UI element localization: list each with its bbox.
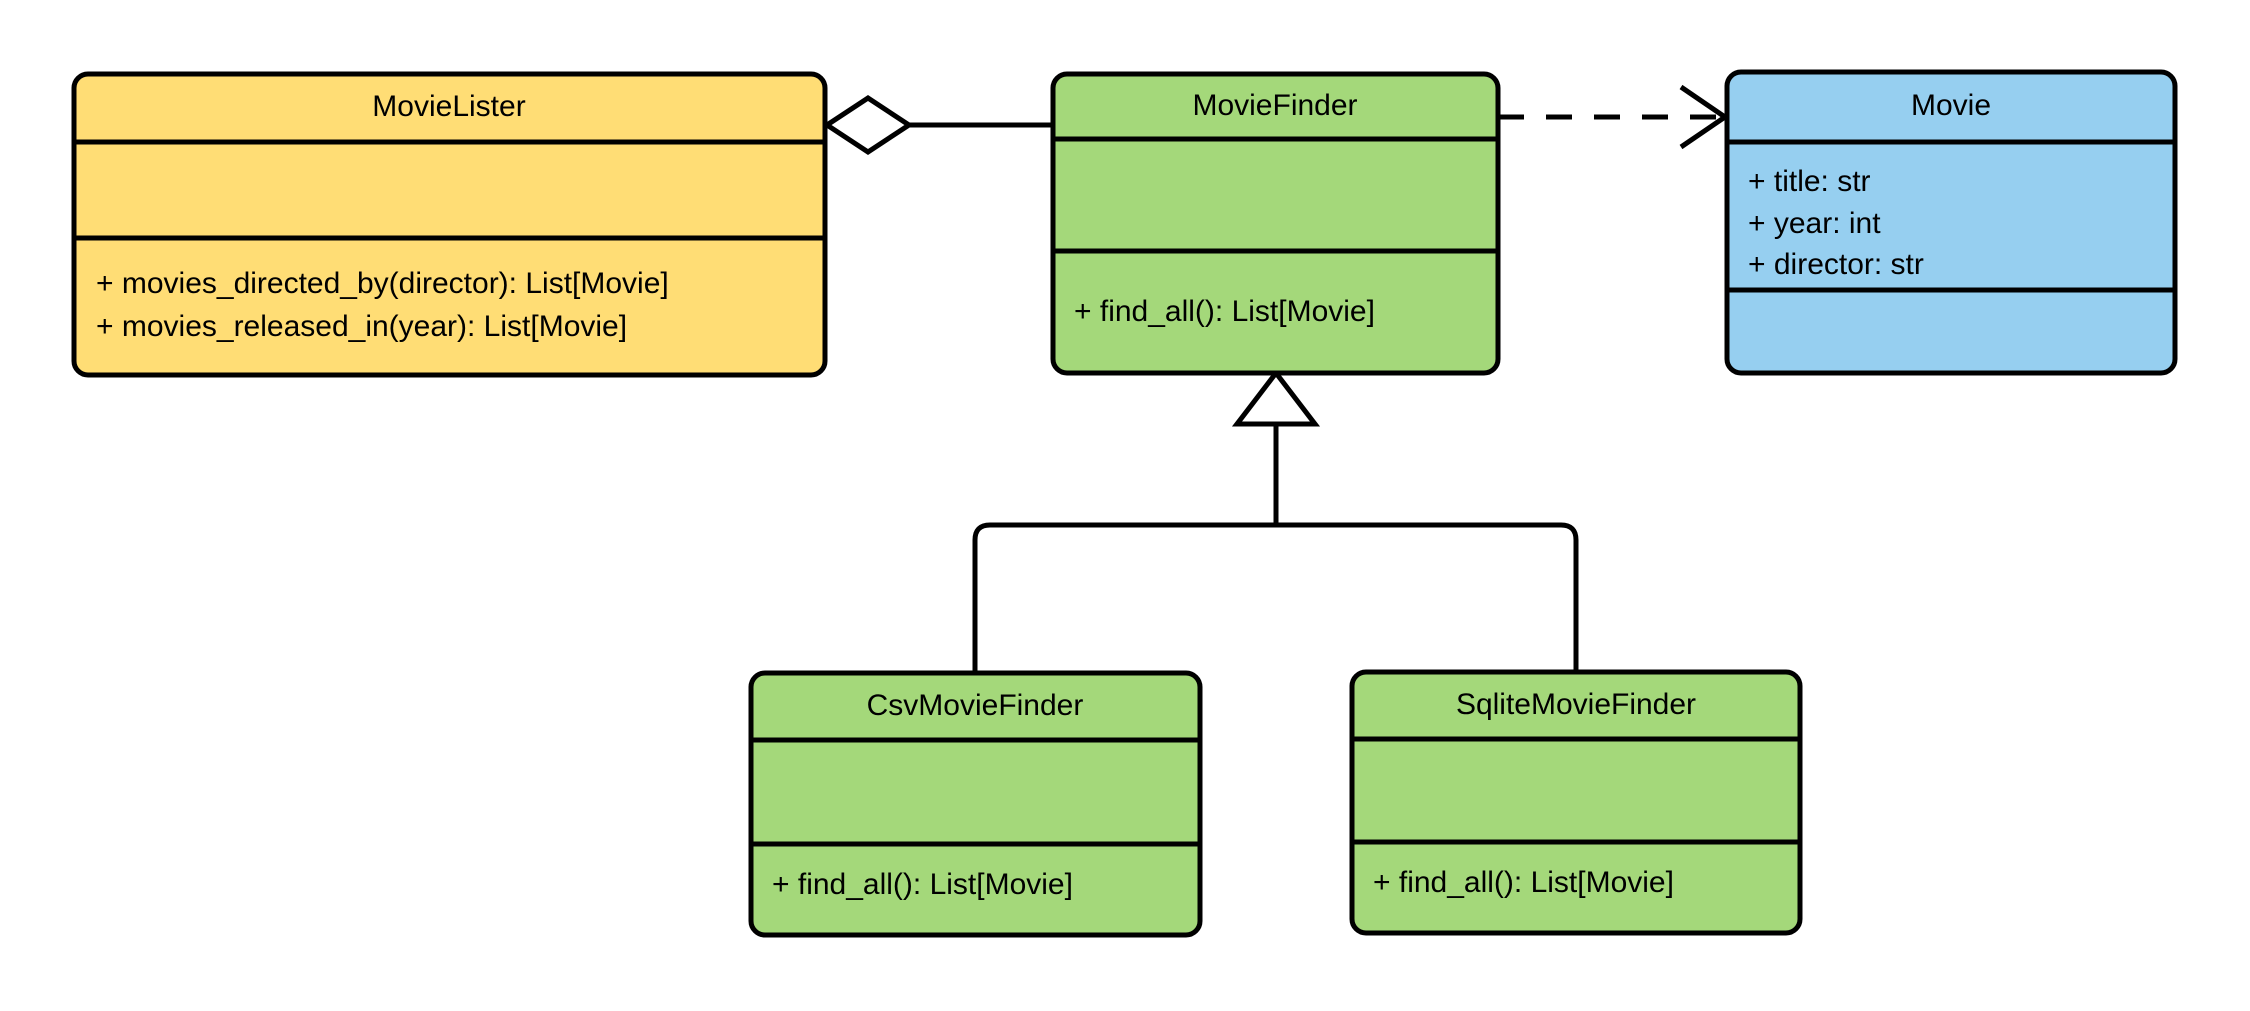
class-box-movie-lister[interactable]: MovieLister + movies_directed_by(directo…	[71, 71, 828, 378]
class-body	[1724, 69, 2178, 376]
class-method-label: + movies_directed_by(director): List[Mov…	[96, 267, 669, 300]
class-box-sqlite-movie-finder[interactable]: SqliteMovieFinder + find_all(): List[Mov…	[1349, 669, 1803, 936]
class-body	[1050, 71, 1501, 376]
relationship-aggregation-lister-finder[interactable]	[822, 95, 1053, 155]
class-attribute-label: + title: str	[1748, 165, 1871, 198]
hollow-diamond-icon	[822, 95, 914, 155]
class-method-label: + find_all(): List[Movie]	[1074, 295, 1375, 328]
generalization-bus-csv	[972, 522, 1276, 673]
class-box-movie-finder[interactable]: MovieFinder + find_all(): List[Movie]	[1050, 71, 1501, 376]
class-name-label: SqliteMovieFinder	[1456, 688, 1696, 721]
class-name-label: MovieFinder	[1192, 89, 1357, 122]
class-attribute-label: + year: int	[1748, 207, 1881, 240]
class-body	[71, 71, 828, 378]
relationship-dependency-finder-movie[interactable]	[1498, 84, 1730, 150]
class-name-label: Movie	[1911, 89, 1991, 122]
class-method-label: + find_all(): List[Movie]	[772, 868, 1073, 901]
class-method-label: + find_all(): List[Movie]	[1373, 866, 1674, 899]
class-attribute-label: + director: str	[1748, 248, 1924, 281]
class-name-label: MovieLister	[372, 90, 525, 123]
class-box-csv-movie-finder[interactable]: CsvMovieFinder + find_all(): List[Movie]	[748, 670, 1203, 938]
class-box-movie[interactable]: Movie + title: str + year: int + directo…	[1724, 69, 2178, 376]
class-name-label: CsvMovieFinder	[867, 689, 1084, 722]
hollow-triangle-icon	[1231, 368, 1321, 427]
class-method-label: + movies_released_in(year): List[Movie]	[96, 310, 627, 343]
relationship-generalization-tree[interactable]	[972, 368, 1579, 673]
generalization-bus-sqlite	[1276, 522, 1579, 672]
